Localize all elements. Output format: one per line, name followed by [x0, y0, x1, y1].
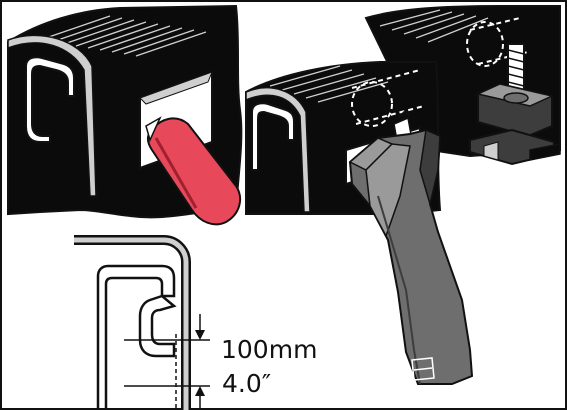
projection-lines: [175, 334, 183, 410]
punch-tool-shading: [154, 137, 198, 209]
front-cylinder: [351, 81, 393, 127]
nibbler-grip-mark: [411, 357, 435, 381]
hook-profile: [25, 56, 75, 143]
clamp: [469, 43, 561, 166]
clamp-screw-thread: [507, 49, 525, 87]
nibbler-handle-crease: [377, 195, 421, 385]
top-surface-hatch: [39, 15, 207, 57]
dim-arrow-bottom-head: [195, 386, 205, 396]
clamp-screw-base: [503, 92, 529, 104]
nibbler-jaw-tip: [397, 111, 411, 119]
rear-hatch: [379, 9, 489, 43]
rear-cylinder: [466, 21, 504, 67]
hook-curl: [138, 294, 177, 358]
front-cylinder-lines: [351, 69, 425, 125]
clamp-tail: [529, 143, 561, 161]
panel-cutout-step: [7, 4, 243, 226]
panel-rail-profile: [74, 235, 210, 410]
front-hatch: [269, 65, 389, 103]
punch-tool: [146, 117, 242, 226]
nibbler-tool: [348, 111, 474, 385]
nibbler-grip-line: [413, 367, 433, 371]
clamp-jaw-light: [483, 141, 499, 161]
cutout-inner-edge: [139, 71, 213, 105]
rail-outer-fill: [74, 237, 189, 410]
nibbler-side-light: [365, 143, 411, 238]
inner-profile: [96, 264, 176, 410]
nibbler-back-shadow: [419, 128, 441, 207]
punch-tip: [145, 116, 162, 143]
panel-nibbler-step: [245, 5, 561, 385]
dimension-imperial-label: 4.0″: [222, 369, 272, 398]
dim-arrow-top-head: [195, 330, 205, 340]
rail-edge: [7, 34, 97, 197]
dimension-metric-label: 100mm: [221, 335, 318, 364]
front-hook-profile: [251, 102, 295, 171]
front-rail-edge: [245, 87, 311, 213]
